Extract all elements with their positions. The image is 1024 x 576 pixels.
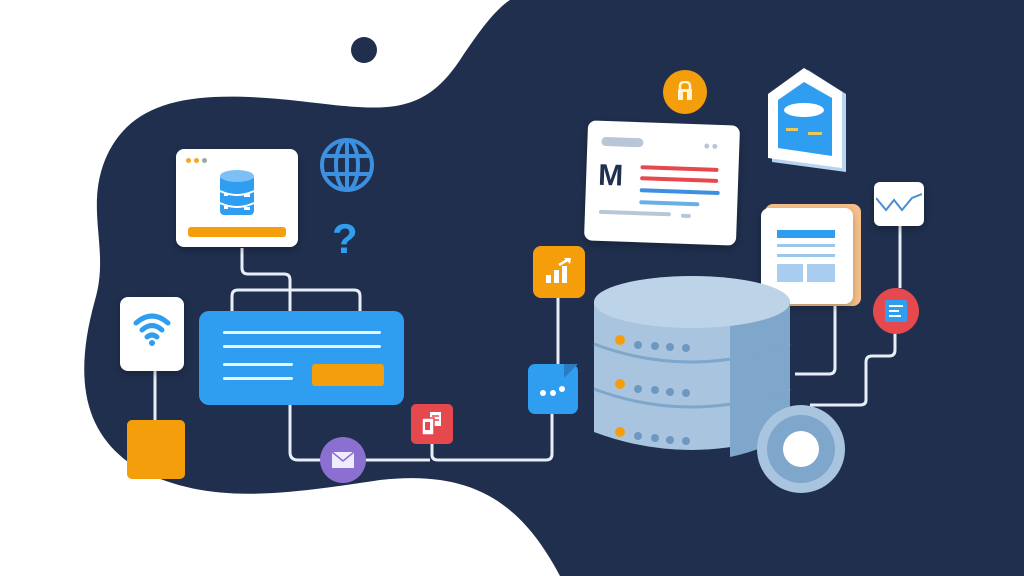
- text-line: [639, 188, 720, 196]
- orange-block: [127, 420, 185, 479]
- small-dot: [351, 37, 377, 63]
- progress-bar: [188, 227, 286, 237]
- question-mark-icon: ?: [332, 215, 358, 262]
- text-line: [777, 254, 835, 257]
- mail-card: M: [583, 120, 741, 246]
- text-line: [223, 377, 293, 380]
- image-block: [807, 264, 835, 282]
- text-line: [223, 345, 381, 348]
- globe-icon: [320, 138, 374, 192]
- content-panel: [199, 311, 404, 405]
- text-line: [223, 331, 381, 334]
- text-line: [640, 165, 719, 172]
- lock-icon: [678, 81, 692, 100]
- form-line: [889, 305, 903, 307]
- dot-icon: [550, 390, 556, 396]
- text-line: [640, 176, 719, 183]
- text-line: [777, 230, 835, 238]
- document-card: [761, 208, 853, 304]
- form-line: [889, 310, 899, 312]
- dot-icon: [540, 390, 546, 396]
- window-dot: [704, 143, 710, 149]
- text-line: [223, 363, 293, 366]
- window-dot: [186, 158, 191, 163]
- mail-node[interactable]: [320, 437, 366, 483]
- envelope-icon: [331, 451, 355, 468]
- line-chart-card: [874, 182, 924, 226]
- line-chart-icon: [876, 193, 922, 212]
- header-bar: [601, 136, 644, 148]
- text-line: [680, 213, 691, 219]
- growth-chart-node[interactable]: [533, 246, 585, 298]
- window-dot: [202, 158, 207, 163]
- mail-letter: M: [597, 158, 624, 193]
- window-dot: [194, 158, 199, 163]
- disc-icon: [757, 405, 845, 493]
- lock-node[interactable]: [663, 70, 707, 114]
- form-node[interactable]: [873, 288, 919, 334]
- wifi-card: [120, 297, 184, 371]
- wifi-icon: [133, 313, 171, 346]
- dot-icon: [559, 386, 565, 392]
- image-block: [777, 264, 803, 282]
- database-window-card: [176, 149, 298, 247]
- text-line: [639, 200, 700, 207]
- folded-corner: [564, 364, 578, 378]
- chat-node[interactable]: [528, 364, 578, 414]
- window-dot: [712, 143, 718, 149]
- documents-icon: [421, 412, 441, 436]
- form-icon: [885, 300, 907, 322]
- bar-chart-icon: [546, 257, 571, 283]
- action-button[interactable]: [312, 364, 384, 386]
- house-card-icon: [768, 68, 846, 172]
- database-icon: [219, 170, 255, 215]
- text-line: [777, 244, 835, 247]
- text-line: [598, 209, 671, 217]
- documents-node[interactable]: [411, 404, 453, 444]
- form-line: [889, 315, 901, 317]
